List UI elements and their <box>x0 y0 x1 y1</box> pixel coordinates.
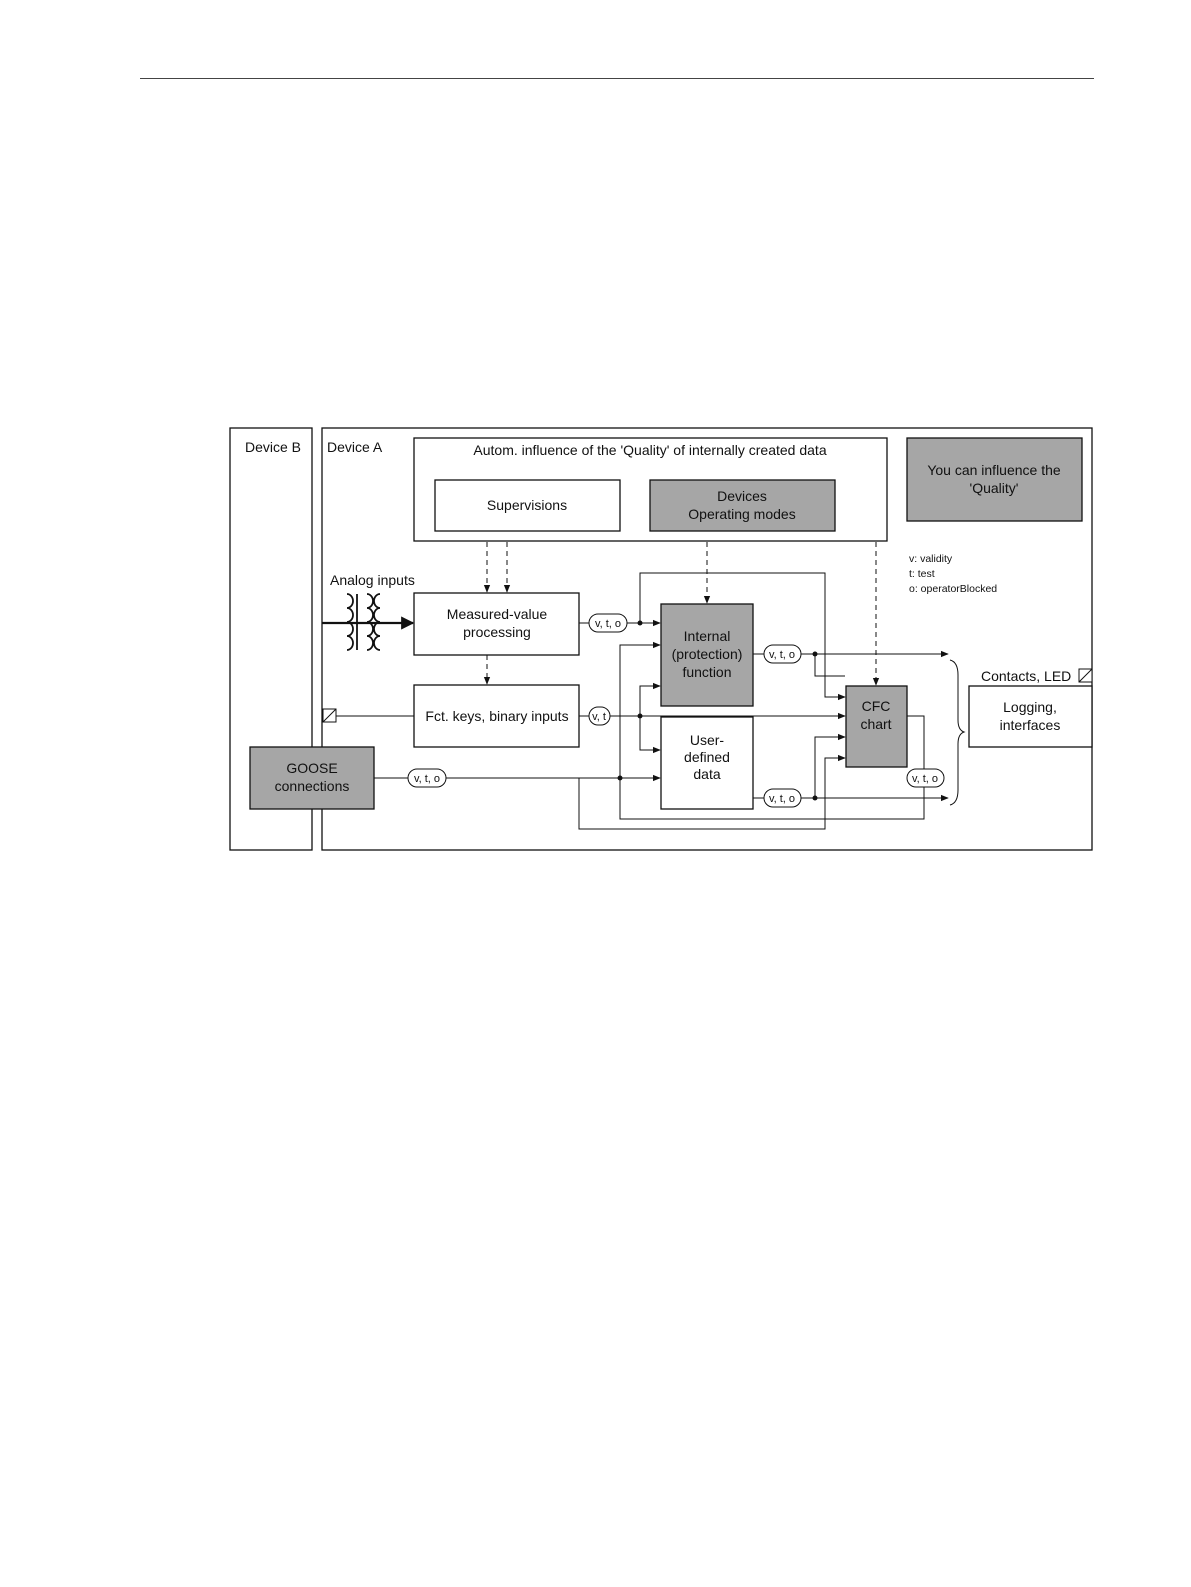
autom-influence-box: Autom. influence of the 'Quality' of int… <box>413 437 888 542</box>
pill-cfc-label: v, t, o <box>912 773 938 785</box>
fct-keys-label: Fct. keys, binary inputs <box>425 708 568 724</box>
pill-fct-keys-label: v, t <box>592 711 606 723</box>
cfc-line1: CFC <box>862 698 891 714</box>
goose-line2: connections <box>275 778 350 794</box>
autom-influence-title: Autom. influence of the 'Quality' of int… <box>473 442 826 458</box>
cfc-line2: chart <box>860 716 891 732</box>
devices-label: Devices <box>717 488 767 504</box>
goose-line1: GOOSE <box>286 760 337 776</box>
pill-user-defined-label: v, t, o <box>769 793 795 805</box>
measured-line1: Measured-value <box>447 606 548 622</box>
internal-line2: (protection) <box>672 646 743 662</box>
supervisions-label: Supervisions <box>487 497 567 513</box>
user-defined-line1: User- <box>690 732 725 748</box>
supervisions-box <box>434 479 621 532</box>
key-operator-blocked: o: operatorBlocked <box>909 583 997 595</box>
influence-legend-line1: You can influence the <box>927 462 1061 478</box>
pill-cfc: v, t, o <box>906 768 945 788</box>
fct-keys-box: Fct. keys, binary inputs <box>413 684 580 748</box>
pill-user-defined: v, t, o <box>763 788 802 808</box>
pill-goose-label: v, t, o <box>414 773 440 785</box>
header-rule <box>140 78 1094 79</box>
device-a-label: Device A <box>327 439 383 455</box>
analog-inputs-label: Analog inputs <box>330 572 415 588</box>
device-b-label: Device B <box>245 439 301 455</box>
influence-legend-line2: 'Quality' <box>970 480 1019 496</box>
contacts-led-label: Contacts, LED <box>981 668 1071 684</box>
influence-legend-box: You can influence the 'Quality' <box>906 437 1083 522</box>
pill-measured: v, t, o <box>588 613 628 633</box>
internal-line1: Internal <box>684 628 731 644</box>
operating-modes-label: Operating modes <box>688 506 795 522</box>
user-defined-line2: defined <box>684 749 730 765</box>
internal-line3: function <box>682 664 731 680</box>
internal-function-box: Internal (protection) function <box>660 603 754 707</box>
pill-fct-keys: v, t <box>588 706 611 726</box>
binary-input-icon <box>322 708 337 723</box>
logging-line1: Logging, <box>1003 699 1057 715</box>
brace <box>949 659 966 806</box>
goose-connections-box: GOOSE connections <box>249 746 375 810</box>
cfc-chart-box: CFC chart <box>845 685 908 768</box>
user-defined-data-box: User- defined data <box>660 716 754 810</box>
pill-internal: v, t, o <box>763 644 802 664</box>
logging-line2: interfaces <box>1000 717 1061 733</box>
key-validity: v: validity <box>909 553 953 565</box>
pill-internal-label: v, t, o <box>769 649 795 661</box>
measured-line2: processing <box>463 624 531 640</box>
logging-interfaces-box: Logging, interfaces <box>968 685 1093 748</box>
pill-goose: v, t, o <box>407 768 447 788</box>
user-defined-line3: data <box>693 766 720 782</box>
devices-operating-modes-box <box>649 479 836 532</box>
measured-value-box: Measured-value processing <box>413 592 580 656</box>
pill-measured-label: v, t, o <box>595 618 621 630</box>
key-test: t: test <box>909 568 935 580</box>
contacts-led-icon <box>1078 668 1093 683</box>
